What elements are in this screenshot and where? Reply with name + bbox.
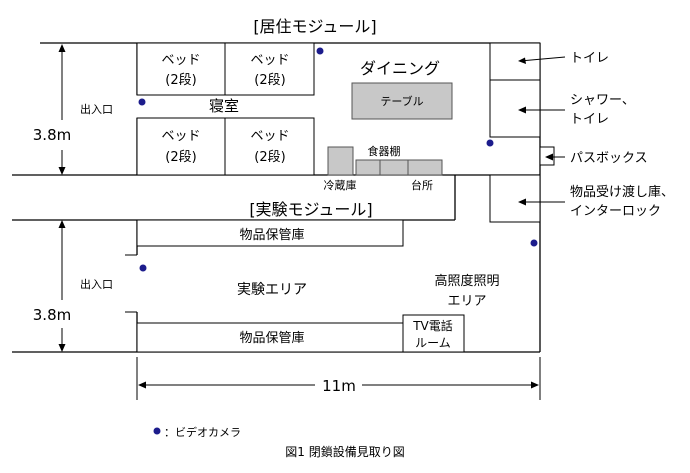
kitchen-label: 台所 xyxy=(411,178,433,192)
camera-dot xyxy=(139,264,147,272)
dish-cabinet xyxy=(379,159,409,176)
pass-box xyxy=(539,146,555,166)
width-dimension xyxy=(136,357,541,400)
toilet-label: トイレ xyxy=(570,51,609,66)
shower-label: トイレ xyxy=(570,112,609,127)
dining-label: ダイニング xyxy=(360,59,440,78)
dish-cabinet-label: 食器棚 xyxy=(368,144,401,158)
fridge xyxy=(327,146,354,176)
dining-table xyxy=(351,82,453,120)
height-dimension-bottom xyxy=(58,220,66,352)
bright-area-label: エリア xyxy=(447,294,486,309)
bed-label: ベッド xyxy=(161,53,200,68)
entrance-bottom-label: 出入口 xyxy=(80,277,113,291)
bed-label: ベッド xyxy=(161,129,200,144)
shower-toilet-room xyxy=(489,79,541,138)
goods-interlock-room xyxy=(489,174,541,223)
bedroom-label: 寝室 xyxy=(209,97,239,115)
fridge-label: 冷蔵庫 xyxy=(324,178,357,192)
video-cameras xyxy=(138,47,538,272)
bed-label: (2段) xyxy=(165,150,196,165)
legend-camera-dot xyxy=(153,427,161,435)
bright-area-label: 高照度照明 xyxy=(434,273,499,289)
storage-bottom xyxy=(136,322,404,353)
camera-dot xyxy=(316,47,324,55)
tv-phone-room xyxy=(402,314,465,353)
bed-label: (2段) xyxy=(254,150,285,165)
bed-top-left xyxy=(136,42,226,96)
storage-top-label: 物品保管庫 xyxy=(239,228,304,243)
table-label: テーブル xyxy=(380,94,423,108)
goods-label: インターロック xyxy=(570,204,661,219)
storage-top xyxy=(136,219,404,247)
goods-label: 物品受け渡し庫、 xyxy=(570,184,674,200)
bed-bottom-right xyxy=(224,117,315,176)
bed-label: (2段) xyxy=(254,73,285,88)
legend-camera-label: ：ビデオカメラ xyxy=(164,425,241,439)
habitat-module-title: [居住モジュール] xyxy=(253,17,376,36)
bed-top-right xyxy=(224,42,315,96)
experiment-area-label: 実験エリア xyxy=(237,282,307,298)
entrance-top-label: 出入口 xyxy=(80,102,113,116)
experiment-module-title: [実験モジュール] xyxy=(249,200,372,219)
dim-height-top-label: 3.8m xyxy=(33,126,71,144)
bed-bottom-left xyxy=(136,117,226,176)
camera-dot xyxy=(486,139,494,147)
shower-label: シャワー、 xyxy=(570,93,635,108)
bed-label: ベッド xyxy=(250,53,289,68)
dim-width-label: 11m xyxy=(322,377,356,395)
height-dimension-top xyxy=(58,44,66,175)
tv-room-label: ルーム xyxy=(415,336,451,350)
bed-label: ベッド xyxy=(250,129,289,144)
bed-label: (2段) xyxy=(165,73,196,88)
figure-caption: 図1 閉鎖設備見取り図 xyxy=(285,444,404,459)
storage-bottom-label: 物品保管庫 xyxy=(239,331,304,346)
tv-room-label: TV電話 xyxy=(412,318,453,333)
toilet-room xyxy=(489,42,541,81)
camera-dot xyxy=(530,239,538,247)
callout-arrows xyxy=(518,56,566,206)
dim-height-bottom-label: 3.8m xyxy=(33,306,71,324)
passbox-label: パスボックス xyxy=(570,151,648,166)
camera-dot xyxy=(138,98,146,106)
